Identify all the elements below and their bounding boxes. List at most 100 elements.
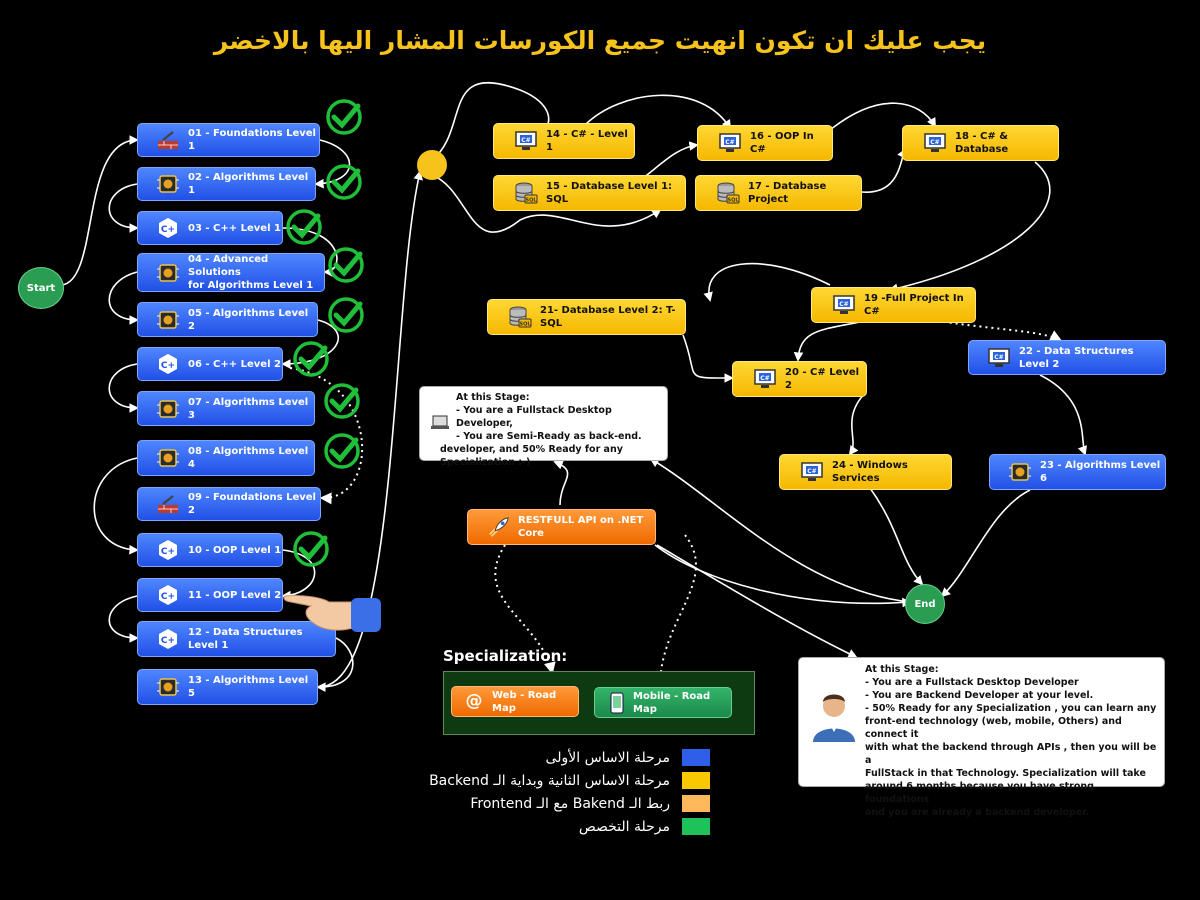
course-17-label: 17 - Database Project	[748, 181, 827, 205]
course-01[interactable]: 01 - Foundations Level 1	[137, 123, 320, 157]
course-07-label: 07 - Algorithms Level 3	[188, 396, 309, 421]
stage-card-2-line: FullStack in that Technology. Specializa…	[865, 768, 1146, 779]
legend-swatch	[682, 818, 710, 835]
course-03-label: 03 - C++ Level 1	[188, 222, 281, 234]
course-17[interactable]: SQL 17 - Database Project	[695, 175, 862, 211]
course-11[interactable]: C+ 11 - OOP Level 2	[137, 578, 283, 612]
course-05[interactable]: 05 - Algorithms Level 2	[137, 302, 318, 337]
course-09[interactable]: 09 - Foundations Level 2	[137, 487, 321, 521]
svg-text:C#: C#	[760, 375, 769, 382]
stage-info-card-1: At this Stage: - You are a Fullstack Des…	[419, 386, 668, 468]
svg-text:C#: C#	[725, 139, 734, 146]
svg-text:C#: C#	[994, 354, 1003, 361]
course-10[interactable]: C+ 10 - OOP Level 1	[137, 533, 283, 567]
course-16[interactable]: C# 16 - OOP In C#	[697, 125, 833, 161]
legend-label: مرحلة الاساس الثانية وبداية الـ Backend	[429, 772, 670, 789]
chip-brain-icon	[1008, 461, 1032, 483]
mobile-roadmap-button[interactable]: Mobile - Road Map	[594, 687, 732, 718]
course-02-label: 02 - Algorithms Level 1	[188, 172, 309, 196]
svg-text:C+: C+	[161, 592, 175, 602]
legend-label: ربط الـ Bakend مع الـ Frontend	[470, 795, 670, 812]
course-22[interactable]: C# 22 - Data Structures Level 2	[968, 340, 1166, 375]
course-13[interactable]: 13 - Algorithms Level 5	[137, 669, 318, 705]
course-18[interactable]: C# 18 - C# & Database	[902, 125, 1059, 161]
course-07[interactable]: 07 - Algorithms Level 3	[137, 391, 315, 426]
start-node[interactable]: Start	[18, 267, 64, 309]
csharp-monitor-icon: C#	[832, 294, 856, 316]
stage-card-2-line: - 50% Ready for any Specialization , you…	[865, 703, 1157, 714]
checkmark-icon	[324, 433, 360, 469]
user-avatar-icon	[813, 694, 855, 742]
chip-brain-icon	[156, 398, 180, 420]
course-09-label: 09 - Foundations Level 2	[188, 492, 316, 516]
stage-card-2-line: - You are Backend Developer at your leve…	[865, 690, 1094, 701]
course-03[interactable]: C+ 03 - C++ Level 1	[137, 211, 283, 245]
course-19[interactable]: C# 19 -Full Project In C#	[811, 287, 976, 323]
sql-database-icon: SQL	[716, 182, 740, 204]
course-12-label: 12 - Data Structures Level 1	[188, 627, 303, 651]
checkmark-icon	[293, 341, 329, 377]
end-node[interactable]: End	[905, 584, 945, 624]
restful-api-node[interactable]: RESTFULL API on .NET Core	[467, 509, 656, 545]
course-14[interactable]: C# 14 - C# - Level 1	[493, 123, 635, 159]
course-24[interactable]: C# 24 - Windows Services	[779, 454, 952, 490]
course-06[interactable]: C+ 06 - C++ Level 2	[137, 347, 283, 381]
svg-text:C#: C#	[839, 301, 848, 308]
course-23[interactable]: 23 - Algorithms Level 6	[989, 454, 1166, 490]
course-14-label: 14 - C# - Level 1	[546, 129, 628, 153]
svg-text:C#: C#	[930, 139, 939, 146]
legend-item-foundation-2: مرحلة الاساس الثانية وبداية الـ Backend	[429, 772, 710, 789]
cpp-logo-icon: C+	[156, 628, 180, 650]
page-title: يجب عليك ان تكون انهيت جميع الكورسات الم…	[213, 26, 987, 55]
course-20[interactable]: C# 20 - C# Level 2	[732, 361, 867, 397]
course-05-label: 05 - Algorithms Level 2	[188, 307, 309, 332]
svg-text:C#: C#	[521, 137, 530, 144]
csharp-monitor-icon: C#	[514, 130, 538, 152]
sql-database-icon: SQL	[514, 182, 538, 204]
stage-info-card-2: At this Stage: - You are a Fullstack Des…	[798, 657, 1165, 818]
checkmark-icon	[293, 531, 329, 567]
course-12[interactable]: C+ 12 - Data Structures Level 1	[137, 621, 336, 657]
specialization-title: Specialization:	[443, 647, 568, 665]
course-15[interactable]: SQL 15 - Database Level 1: SQL	[493, 175, 686, 211]
svg-text:SQL: SQL	[525, 198, 537, 204]
web-roadmap-button[interactable]: @ Web - Road Map	[451, 686, 579, 717]
stage-card-2-heading: At this Stage:	[865, 664, 939, 675]
csharp-monitor-icon: C#	[987, 347, 1011, 369]
legend-swatch	[682, 772, 710, 789]
svg-text:C+: C+	[161, 547, 175, 557]
course-06-label: 06 - C++ Level 2	[188, 358, 281, 370]
checkmark-icon	[286, 209, 322, 245]
svg-text:SQL: SQL	[727, 198, 739, 204]
restful-api-label: RESTFULL API on .NET Core	[518, 515, 644, 539]
course-10-label: 10 - OOP Level 1	[188, 544, 282, 556]
legend-item-specialization: مرحلة التخصص	[579, 818, 710, 835]
course-19-label: 19 -Full Project In C#	[864, 293, 964, 317]
stage-card-1-line: - You are Semi-Ready as back-end.	[456, 431, 642, 442]
course-16-label: 16 - OOP In C#	[750, 131, 814, 155]
legend-label: مرحلة الاساس الأولى	[545, 749, 670, 766]
legend-item-foundation-1: مرحلة الاساس الأولى	[546, 749, 710, 766]
stage-card-2-line: with what the backend through APIs , the…	[865, 742, 1157, 766]
course-21[interactable]: SQL 21- Database Level 2: T-SQL	[487, 299, 686, 335]
cpp-logo-icon: C+	[156, 539, 180, 561]
course-23-label: 23 - Algorithms Level 6	[1040, 460, 1161, 484]
csharp-monitor-icon: C#	[753, 368, 777, 390]
course-08[interactable]: 08 - Algorithms Level 4	[137, 440, 315, 476]
chip-brain-icon	[156, 309, 180, 331]
course-24-label: 24 - Windows Services	[832, 460, 908, 484]
stage-card-2-line: - You are a Fullstack Desktop Developer	[865, 677, 1079, 688]
stage-card-1-line: developer, and 50% Ready for any	[440, 444, 623, 455]
checkmark-icon	[326, 99, 362, 135]
hub-node[interactable]	[417, 150, 447, 180]
course-18-label: 18 - C# & Database	[955, 131, 1009, 155]
stage-card-2-line: and you are already a backend developer.	[865, 807, 1090, 818]
sql-database-icon: SQL	[508, 306, 532, 328]
stage-card-1-line: Specialization :-)	[440, 457, 531, 468]
end-label: End	[914, 598, 936, 610]
checkmark-icon	[326, 164, 362, 200]
svg-text:C+: C+	[161, 636, 175, 646]
course-02[interactable]: 02 - Algorithms Level 1	[137, 167, 316, 201]
